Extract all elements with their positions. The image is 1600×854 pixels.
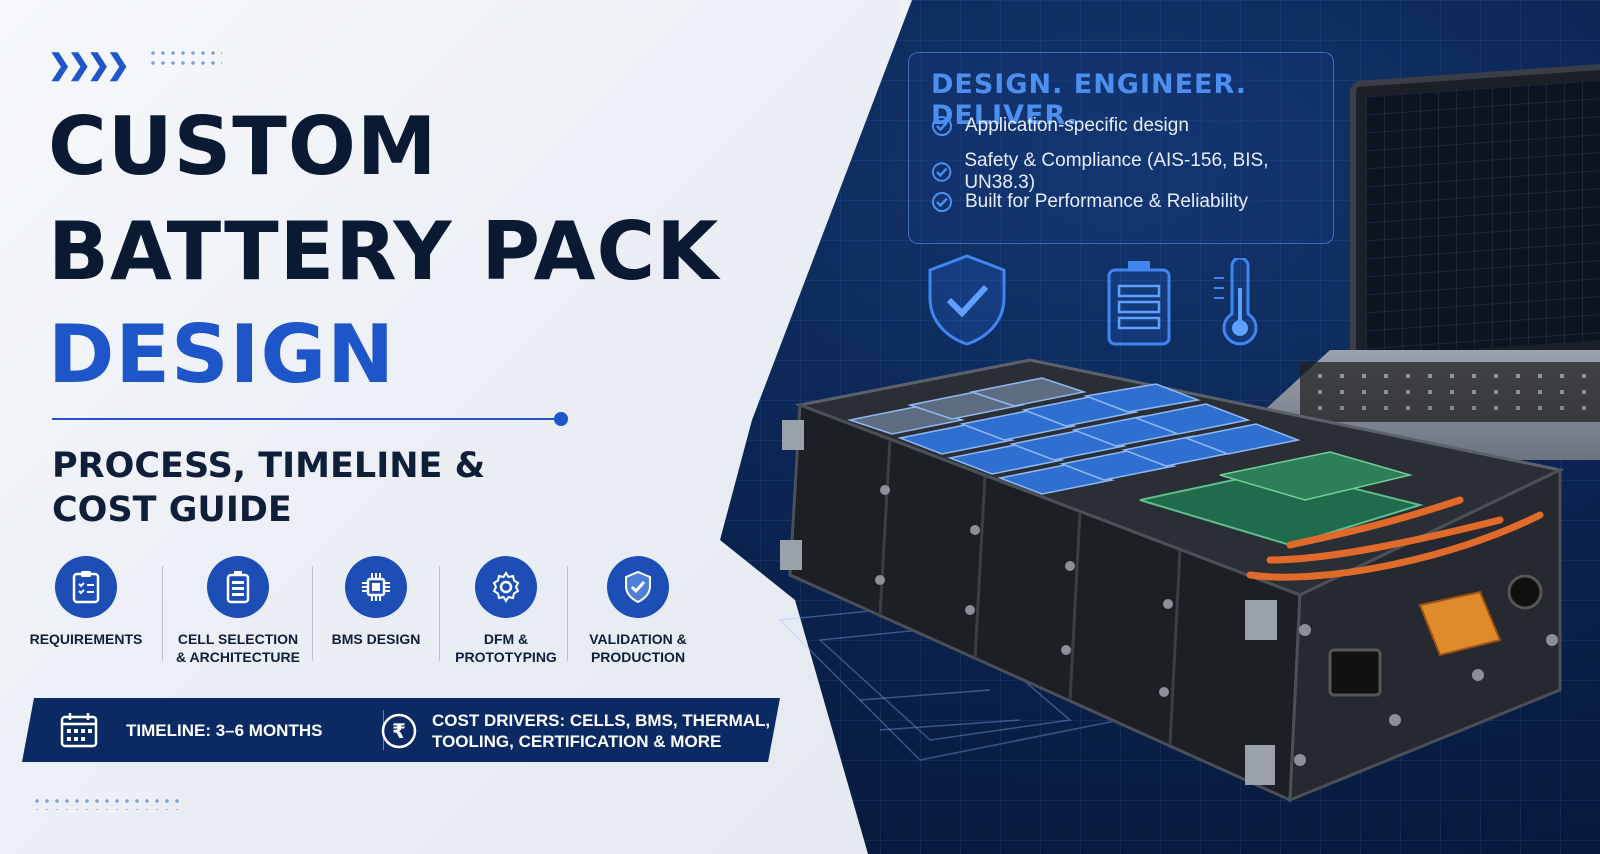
pack-side-face	[1288, 467, 1562, 803]
orange-connector	[1418, 590, 1502, 657]
panel-seams	[878, 439, 1182, 746]
check-circle-icon	[932, 116, 952, 136]
step-icon-circle	[475, 556, 537, 618]
step-cell-selection: CELL SELECTION & ARCHITECTURE	[168, 556, 308, 666]
step-label: BMS DESIGN	[331, 631, 421, 647]
step-label: REQUIREMENTS	[29, 631, 143, 647]
battery-cell-icon	[226, 571, 250, 604]
gear-icon	[492, 571, 520, 603]
svg-text:₹: ₹	[392, 719, 406, 743]
infobox-item: Safety & Compliance (AIS-156, BIS, UN38.…	[931, 150, 1333, 194]
infobox-item-text: Built for Performance & Reliability	[965, 191, 1248, 212]
laptop-keys	[1300, 362, 1600, 422]
step-icon-circle	[207, 556, 269, 618]
process-steps: REQUIREMENTS CELL SELECTION & ARCHITECTU…	[20, 556, 740, 676]
corner-brackets	[780, 420, 1277, 785]
clipboard-icon	[72, 571, 100, 604]
hv-cables	[1246, 496, 1544, 581]
infobox-title: DESIGN. ENGINEER. DELIVER.	[931, 69, 1248, 131]
bms-board-upper	[1219, 451, 1413, 501]
round-connector	[1507, 574, 1543, 610]
rupee-icon: ₹	[381, 713, 417, 749]
underline-dot	[554, 412, 568, 426]
infobox-item-text: Safety & Compliance (AIS-156, BIS, UN38.…	[964, 150, 1269, 193]
subtitle-line-1: PROCESS, TIMELINE &	[52, 446, 486, 486]
title-line-3: DESIGN	[48, 308, 396, 401]
infobox-item-text: Application-specific design	[965, 115, 1189, 136]
step-requirements: REQUIREMENTS	[16, 556, 156, 648]
cost-drivers-line-2: TOOLING, CERTIFICATION & MORE	[432, 732, 722, 751]
timeline-cost-banner: TIMELINE: 3–6 MONTHS ₹ COST DRIVERS: CEL…	[22, 698, 780, 762]
holo-thermometer-icon	[1214, 258, 1258, 346]
infobox-item: Built for Performance & Reliability	[931, 191, 1248, 213]
shield-check-icon	[625, 570, 651, 604]
step-label: DFM & PROTOTYPING	[455, 631, 557, 665]
chip-icon	[362, 573, 390, 601]
dots-decoration-bottom	[32, 796, 184, 810]
signal-connector	[1328, 648, 1382, 697]
check-circle-icon	[932, 192, 952, 212]
holo-battery-icon	[1107, 261, 1171, 346]
step-dfm-prototyping: DFM & PROTOTYPING	[436, 556, 576, 666]
check-circle-icon	[931, 162, 952, 182]
cost-drivers-line-1: COST DRIVERS: CELLS, BMS, THERMAL,	[432, 711, 771, 730]
battery-cells	[847, 377, 1301, 495]
calendar-icon	[60, 713, 98, 748]
step-divider	[439, 566, 440, 661]
step-icon-circle	[55, 556, 117, 618]
dots-decoration	[148, 48, 222, 70]
step-icon-circle	[345, 556, 407, 618]
subtitle-line-2: COST GUIDE	[52, 490, 292, 530]
step-icon-circle	[607, 556, 669, 618]
step-divider	[162, 566, 163, 661]
title-line-1: CUSTOM	[48, 100, 438, 193]
step-validation-production: VALIDATION & PRODUCTION	[568, 556, 708, 666]
holo-shield-check-icon	[928, 254, 1006, 346]
bolts	[875, 485, 1558, 766]
chevrons-icon: ❯❯❯❯	[48, 49, 130, 80]
title-underline	[52, 418, 558, 420]
step-bms-design: BMS DESIGN	[306, 556, 446, 648]
step-label: VALIDATION & PRODUCTION	[589, 631, 687, 665]
timeline-text: TIMELINE: 3–6 MONTHS	[126, 721, 323, 740]
title-line-2: BATTERY PACK	[48, 205, 720, 298]
step-label: CELL SELECTION & ARCHITECTURE	[176, 631, 300, 665]
step-divider	[312, 566, 313, 661]
feature-infobox: DESIGN. ENGINEER. DELIVER. Application-s…	[908, 52, 1334, 244]
infobox-item: Application-specific design	[931, 115, 1189, 137]
step-divider	[567, 566, 568, 661]
